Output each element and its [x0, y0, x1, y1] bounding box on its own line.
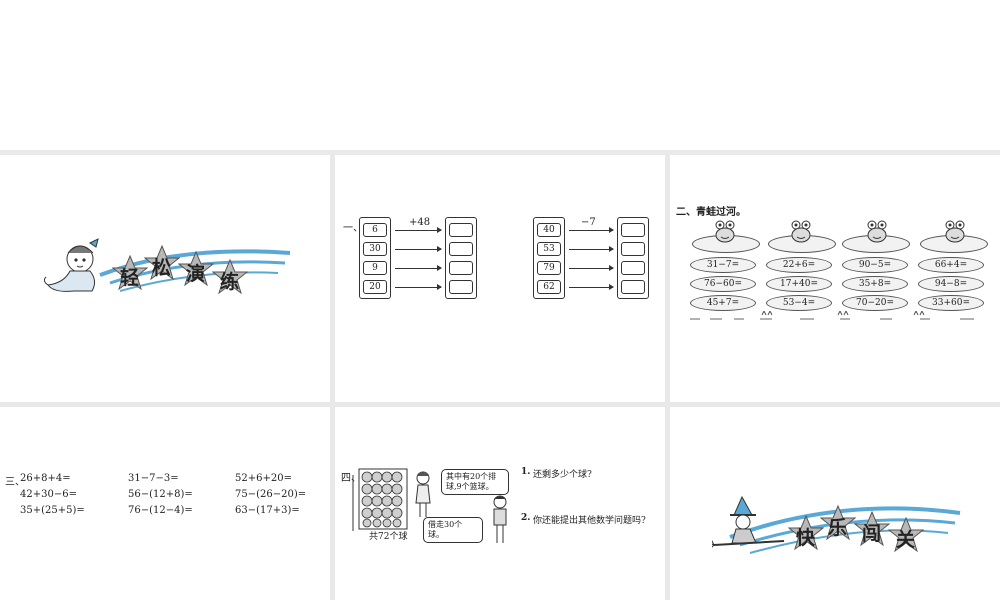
- left-arrow-3: [395, 265, 442, 271]
- title-char-2: 松: [152, 257, 172, 279]
- left-answer-3[interactable]: [449, 261, 473, 275]
- left-input-4: 20: [363, 280, 387, 294]
- right-answer-4[interactable]: [621, 280, 645, 294]
- bubble-line-2: 球,9个篮球。: [446, 482, 494, 491]
- left-answer-1[interactable]: [449, 223, 473, 237]
- right-arrow-4: [569, 284, 614, 290]
- star-1: [788, 515, 824, 551]
- boy-figure-icon: [493, 495, 507, 543]
- expr-r2c2[interactable]: 56−(12+8)=: [128, 489, 193, 500]
- star-3: [854, 511, 890, 547]
- question-1-number: 1.: [521, 467, 531, 477]
- ball-rack-illustration: [352, 468, 408, 531]
- right-answer-column: [617, 217, 649, 299]
- lily-pad-r3c1[interactable]: 45+7=: [690, 295, 756, 311]
- star-4: [212, 259, 248, 295]
- left-answer-4[interactable]: [449, 280, 473, 294]
- left-input-2: 30: [363, 242, 387, 256]
- expr-r1c3[interactable]: 52+6+20=: [235, 473, 292, 484]
- right-arrow-1: [569, 227, 614, 233]
- bubble-boy-text: 借走30个球。: [428, 520, 463, 539]
- left-answer-2[interactable]: [449, 242, 473, 256]
- title-char-4: 练: [220, 271, 240, 293]
- right-answer-2[interactable]: [621, 242, 645, 256]
- lily-pad-r2c4[interactable]: 94−8=: [918, 276, 984, 292]
- frog-heading: 二、青蛙过河。: [676, 207, 746, 218]
- left-input-column: 6 30 9 20: [359, 217, 391, 299]
- right-input-1: 40: [537, 223, 561, 237]
- lily-pad-r1c4[interactable]: 66+4=: [918, 257, 984, 273]
- frog-icon-2: [791, 220, 811, 243]
- girl-figure-icon: [415, 471, 431, 517]
- left-input-3: 9: [363, 261, 387, 275]
- lily-pad-r2c3[interactable]: 35+8=: [842, 276, 908, 292]
- right-answer-3[interactable]: [621, 261, 645, 275]
- left-answer-column: [445, 217, 477, 299]
- expr-r1c2[interactable]: 31−7−3=: [128, 473, 179, 484]
- star-2: [820, 505, 856, 541]
- lily-pad-r2c2[interactable]: 17+40=: [766, 276, 832, 292]
- girl-cartoon-icon: [43, 238, 99, 292]
- right-operation-label: −7: [581, 217, 596, 228]
- left-input-1: 6: [363, 223, 387, 237]
- frog-icon-3: [867, 220, 887, 243]
- lily-pad-r1c1[interactable]: 31−7=: [690, 257, 756, 273]
- frog-icon-1: [715, 220, 735, 243]
- bubble-line-1: 其中有20个排: [446, 472, 497, 481]
- question-1: 还剩多少个球?: [533, 470, 592, 480]
- slide-1-practice-title[interactable]: 轻 松 演 练: [0, 155, 330, 402]
- star-1: [112, 255, 148, 291]
- left-operation-label: +48: [409, 217, 431, 228]
- lily-pad-r3c4[interactable]: 33+60=: [918, 295, 984, 311]
- question-2: 你还能提出其他数学问题吗?: [533, 516, 646, 526]
- title-char-4: 关: [896, 529, 916, 551]
- section-label: 一、: [343, 223, 363, 234]
- star-3: [178, 251, 214, 287]
- star-2: [144, 245, 180, 281]
- right-arrow-3: [569, 265, 614, 271]
- lily-pad-r3c3[interactable]: 70−20=: [842, 295, 908, 311]
- right-input-4: 62: [537, 280, 561, 294]
- slide-2-arrow-exercise[interactable]: 一、 6 30 9 20 +48 40 53 79 62 −7: [335, 155, 665, 402]
- title-char-3: 闯: [862, 523, 882, 545]
- star-4: [888, 517, 924, 553]
- lily-pad-r1c2[interactable]: 22+6=: [766, 257, 832, 273]
- speech-bubble-girl: 其中有20个排 球,9个篮球。: [441, 469, 509, 495]
- expr-r3c1[interactable]: 35+(25+5)=: [20, 505, 85, 516]
- title-char-1: 快: [796, 527, 816, 549]
- slide-3-frog-crossing[interactable]: 二、青蛙过河。 31−7= 22+6= 90−5= 66+4= 76−60= 1…: [670, 155, 1000, 402]
- left-arrow-2: [395, 246, 442, 252]
- total-balls-label: 共72个球: [369, 532, 408, 542]
- right-input-column: 40 53 79 62: [533, 217, 565, 299]
- left-arrow-1: [395, 227, 442, 233]
- title-char-2: 乐: [828, 517, 848, 539]
- lily-pad-r1c3[interactable]: 90−5=: [842, 257, 908, 273]
- right-answer-1[interactable]: [621, 223, 645, 237]
- right-arrow-2: [569, 246, 614, 252]
- slide-5-word-problem[interactable]: 四、 共72个球 其中有20个排 球,9个篮球。 借走30个球。 1. 还剩多少…: [335, 407, 665, 600]
- expr-r2c3[interactable]: 75−(26−20)=: [235, 489, 307, 500]
- speech-bubble-boy: 借走30个球。: [423, 517, 483, 543]
- question-2-number: 2.: [521, 513, 531, 523]
- water-ripples: [690, 311, 974, 320]
- expr-r3c2[interactable]: 76−(12−4)=: [128, 505, 193, 516]
- section-label: 四、: [341, 473, 361, 484]
- title-char-3: 演: [186, 263, 206, 285]
- section-label: 三、: [5, 477, 25, 488]
- left-arrow-4: [395, 284, 442, 290]
- lily-pad-r3c2[interactable]: 53−4=: [766, 295, 832, 311]
- witch-on-broom-icon: [712, 495, 785, 548]
- expr-r1c1[interactable]: 26+8+4=: [20, 473, 71, 484]
- lily-pad-r2c1[interactable]: 76−60=: [690, 276, 756, 292]
- slide-4-mixed-operations[interactable]: 三、 26+8+4= 31−7−3= 52+6+20= 42+30−6= 56−…: [0, 407, 330, 600]
- title-char-1: 轻: [120, 267, 140, 289]
- right-input-2: 53: [537, 242, 561, 256]
- expr-r3c3[interactable]: 63−(17+3)=: [235, 505, 300, 516]
- right-input-3: 79: [537, 261, 561, 275]
- expr-r2c1[interactable]: 42+30−6=: [20, 489, 77, 500]
- slide-6-happy-challenge-title[interactable]: 快 乐 闯 关: [670, 407, 1000, 600]
- frog-icon-4: [945, 220, 965, 243]
